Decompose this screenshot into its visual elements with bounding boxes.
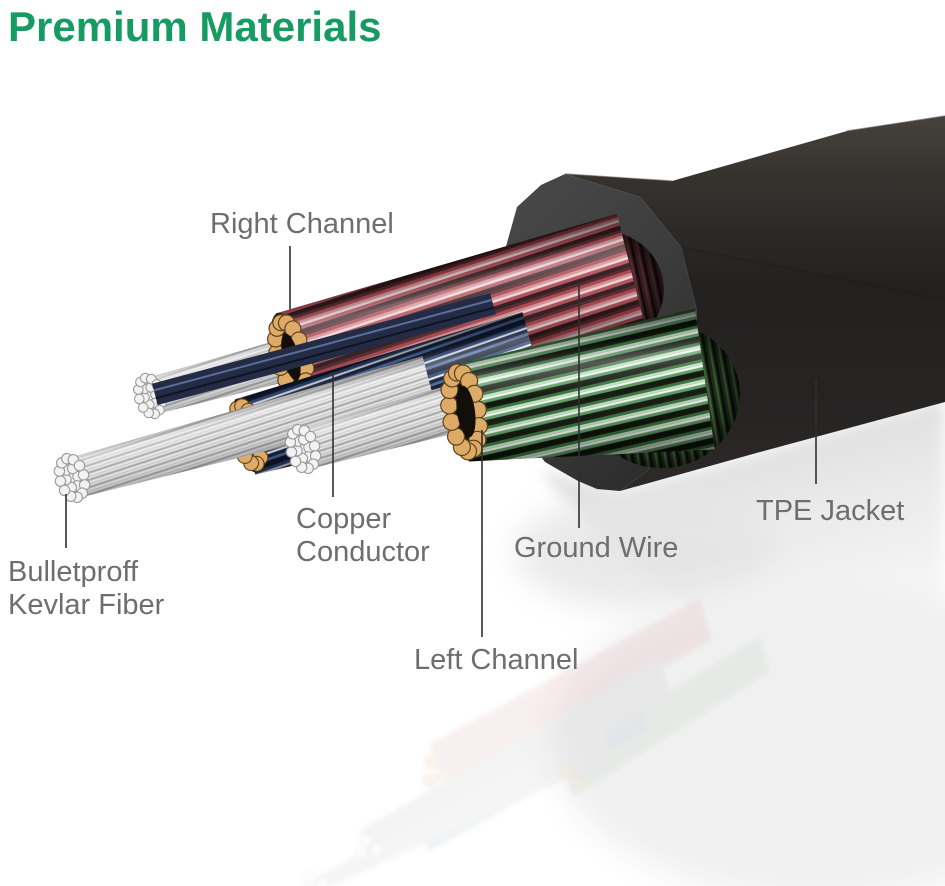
kevlar-bundle-bottom	[53, 356, 437, 504]
label-kevlar-line1: Bulletproff	[8, 556, 139, 588]
label-right-channel: Right Channel	[210, 208, 394, 240]
label-kevlar-line2: Kevlar Fiber	[8, 589, 165, 621]
label-left-channel: Left Channel	[414, 644, 578, 676]
label-copper-conductor-line2: Conductor	[296, 536, 430, 568]
kevlar-strand-ends	[284, 423, 322, 475]
label-ground-wire: Ground Wire	[514, 532, 678, 564]
inner-dark-strands	[152, 293, 496, 405]
copper-strands-left	[440, 363, 489, 461]
page-title: Premium Materials	[8, 3, 382, 50]
left-channel-bundle	[440, 308, 715, 462]
leader-lines	[65, 281, 817, 637]
kevlar-strand-ends	[53, 452, 91, 504]
label-tpe-jacket: TPE Jacket	[756, 495, 904, 527]
label-copper-conductor-line1: Copper	[296, 503, 391, 535]
cable-reflection	[300, 598, 770, 886]
jacket-body	[565, 116, 945, 491]
